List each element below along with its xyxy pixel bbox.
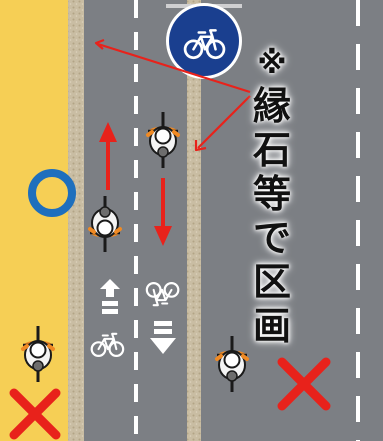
road-marking-left — [90, 279, 125, 358]
note-char: 縁 — [252, 84, 291, 128]
sidewalk — [0, 0, 68, 441]
note-char: 石 — [252, 128, 291, 172]
direction-arrow-down — [154, 178, 172, 246]
bicycle-sign — [166, 3, 242, 79]
ng-cross-marker-car-lane — [277, 357, 331, 411]
ok-circle-marker — [28, 169, 76, 217]
note-char: で — [252, 216, 291, 260]
note-char: 区 — [252, 260, 291, 304]
note-mark: ※ — [257, 46, 287, 81]
note-char: 画 — [252, 304, 291, 348]
callout-arrows — [94, 38, 251, 152]
direction-arrow-up — [99, 122, 117, 190]
ng-cross-marker-sidewalk — [9, 388, 61, 440]
curb-right — [187, 0, 201, 441]
curb-left — [68, 0, 84, 441]
curb-separation-note: ※ 縁 石 等 で 区 画 — [246, 44, 298, 348]
road-marking-right — [145, 281, 180, 354]
note-char: 等 — [252, 172, 291, 216]
